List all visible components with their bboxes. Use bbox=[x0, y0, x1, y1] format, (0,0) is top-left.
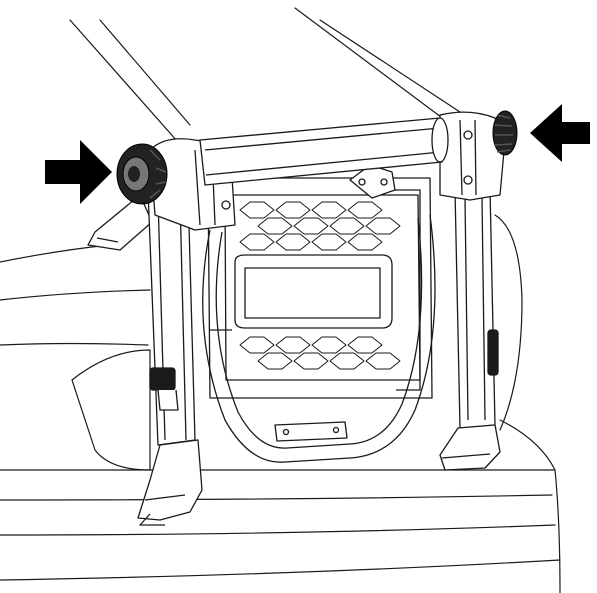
rear-window-line bbox=[69, 19, 186, 151]
right-hinge-housing bbox=[439, 111, 506, 201]
rear-window-line bbox=[294, 7, 446, 121]
bumper-edge bbox=[499, 419, 561, 593]
rear-window-line bbox=[319, 19, 461, 113]
right-arm bbox=[439, 111, 506, 471]
tail-light bbox=[71, 349, 151, 471]
left-arm bbox=[87, 138, 236, 526]
basket-window bbox=[234, 254, 393, 329]
top-latch-screw bbox=[358, 178, 366, 186]
vehicle-outline bbox=[0, 7, 561, 593]
right-post bbox=[454, 187, 496, 429]
arrow-left-icon bbox=[530, 104, 590, 162]
body-line bbox=[494, 214, 523, 431]
top-latch-screw bbox=[380, 178, 388, 186]
left-knob bbox=[116, 143, 168, 205]
bumper-line bbox=[0, 559, 561, 581]
basket-panel bbox=[207, 164, 433, 442]
handle-outer bbox=[202, 214, 436, 463]
right-foot bbox=[439, 424, 501, 471]
left-foot bbox=[137, 439, 203, 521]
bumper-line bbox=[0, 494, 553, 501]
honeycomb-bottom bbox=[239, 336, 401, 370]
body-line bbox=[0, 289, 151, 301]
cross-bar bbox=[199, 117, 449, 186]
bumper-line bbox=[0, 524, 556, 536]
arrow-right-icon bbox=[45, 140, 112, 204]
left-latch bbox=[149, 367, 176, 391]
body-line bbox=[0, 244, 111, 263]
body-line bbox=[0, 342, 149, 346]
right-latch bbox=[487, 329, 499, 376]
honeycomb-top bbox=[239, 201, 401, 251]
bottom-plate bbox=[274, 421, 348, 442]
basket-window-inner bbox=[244, 267, 381, 319]
carry-handle bbox=[202, 214, 436, 463]
right-knob bbox=[492, 110, 518, 156]
handle-inner bbox=[215, 217, 423, 449]
rear-window-line bbox=[99, 19, 191, 126]
basket-rail bbox=[390, 189, 421, 391]
